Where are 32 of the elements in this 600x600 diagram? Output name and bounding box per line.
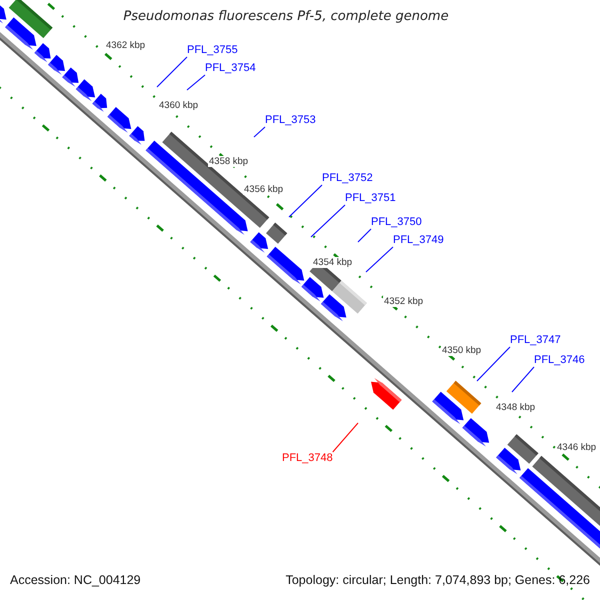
tick-label: 4352 kbp bbox=[383, 296, 424, 307]
tick-label: 4358 kbp bbox=[208, 156, 250, 167]
tick-label: 4356 kbp bbox=[243, 184, 284, 195]
leader-line bbox=[254, 126, 266, 138]
leader-line bbox=[186, 74, 206, 90]
gene-label: PFL_3754 bbox=[205, 62, 256, 75]
tick-label: 4348 kbp bbox=[495, 402, 536, 413]
gene-label: PFL_3750 bbox=[371, 216, 422, 229]
tick-label: 4354 kbp bbox=[312, 257, 354, 268]
genome-stats: Topology: circular; Length: 7,074,893 bp; Genes: 6,226 bbox=[286, 573, 590, 588]
gene-label: PFL_3749 bbox=[393, 234, 444, 247]
leader-line bbox=[332, 422, 358, 452]
leader-line bbox=[288, 184, 322, 218]
gene-label: PFL_3746 bbox=[534, 354, 585, 367]
gene-label: PFL_3755 bbox=[187, 44, 238, 57]
gene-label: PFL_3752 bbox=[322, 172, 373, 185]
accession-label: Accession: NC_004129 bbox=[10, 573, 141, 588]
leader-line bbox=[358, 228, 372, 242]
tick-label: 4362 kbp bbox=[105, 40, 146, 51]
gene-label: PFL_3753 bbox=[265, 114, 316, 127]
leader-line bbox=[310, 204, 346, 238]
gene-label: PFL_3751 bbox=[345, 192, 396, 205]
tick-label: 4350 kbp bbox=[441, 345, 482, 356]
tick-label: 4346 kbp bbox=[556, 442, 598, 453]
leader-line bbox=[476, 346, 510, 382]
leader-line bbox=[366, 246, 394, 272]
leader-line bbox=[156, 56, 188, 88]
map-title: Pseudomonas fluorescens Pf-5, complete genome bbox=[122, 9, 450, 24]
gene-label: PFL_3747 bbox=[510, 334, 561, 347]
gene-label: PFL_3748 bbox=[282, 452, 333, 465]
leader-line bbox=[512, 366, 534, 392]
tick-label: 4360 kbp bbox=[158, 100, 200, 111]
